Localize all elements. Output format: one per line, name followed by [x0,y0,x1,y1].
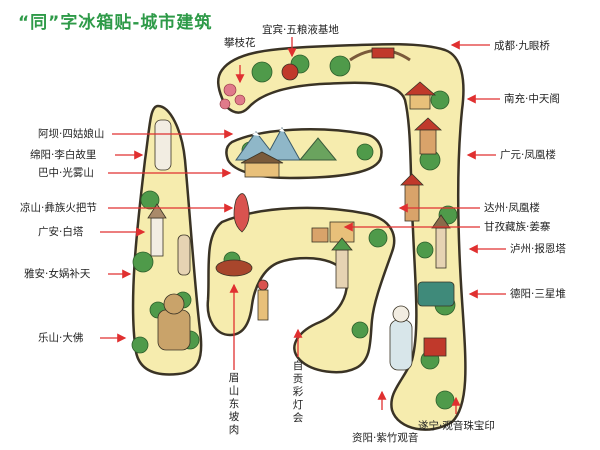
label-leshan: 乐山·大佛 [38,332,84,344]
label-luzhou: 泸州·报恩塔 [510,243,566,255]
page-title: “同”字冰箱贴-城市建筑 [18,13,213,33]
label-guangan: 广安·白塔 [38,226,84,238]
label-guangyuan: 广元·凤凰楼 [500,149,556,161]
label-chengdu: 成都·九眼桥 [494,40,550,52]
panzhihua-flowers [219,83,246,110]
label-nanchong: 南充·中天阁 [504,93,560,105]
label-bazhong: 巴中·光雾山 [38,167,94,179]
label-yaan: 雅安·女娲补天 [24,268,91,280]
label-panzhihua: 攀枝花 [224,37,256,49]
label-meishan: 眉山东坡肉 [228,372,240,436]
label-zigong: 自贡彩灯会 [292,360,304,424]
label-mianyang: 绵阳·李白故里 [30,149,97,161]
label-suining: 遂宁·观音珠宝印 [418,420,495,432]
label-yibin: 宜宾·五粮液基地 [262,24,339,36]
label-deyang: 德阳·三星堆 [510,288,566,300]
inner-box [206,206,396,374]
label-liangshan: 凉山·彝族火把节 [20,202,97,214]
label-dazhou: 达州·凤凰楼 [484,202,540,214]
label-ganzi: 甘孜藏族·姜寨 [484,221,551,233]
label-aba: 阿坝·四姑娘山 [38,128,105,140]
pointer-arrows [100,37,506,414]
label-ziyang: 资阳·紫竹观音 [352,432,419,444]
mountains [235,126,338,161]
